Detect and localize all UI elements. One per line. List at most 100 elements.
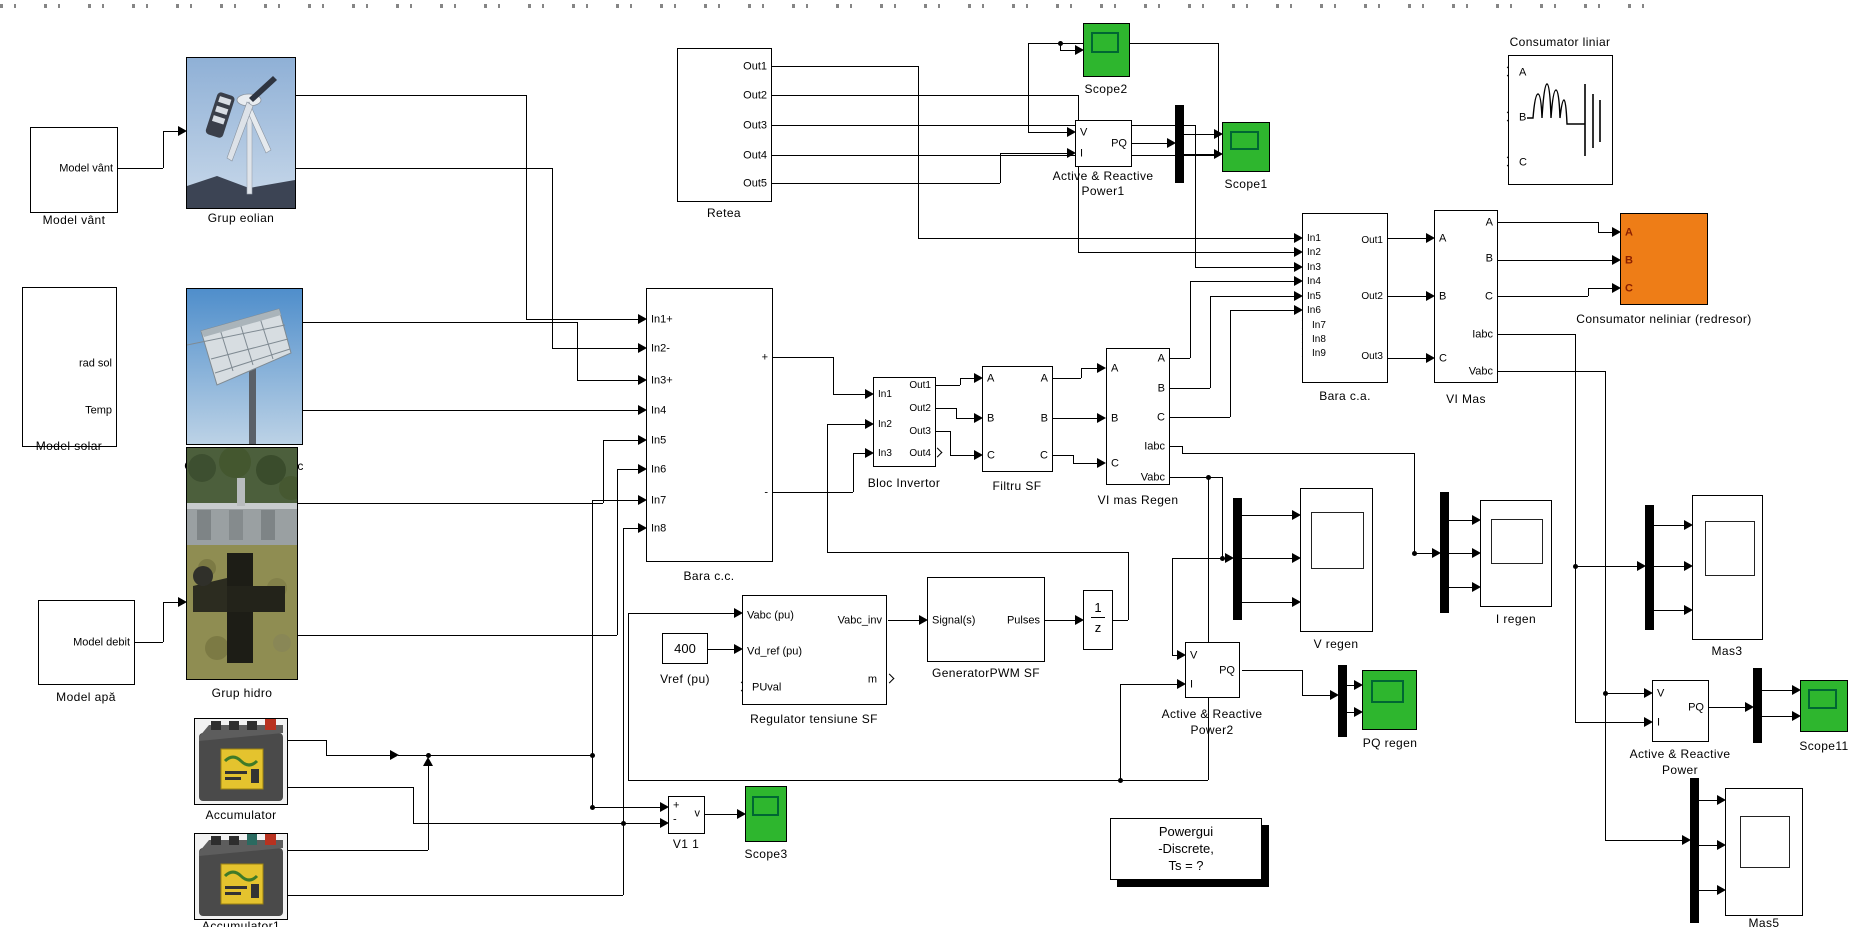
wire-segment — [628, 780, 1208, 781]
block-model-vant[interactable]: Model vânt — [30, 127, 118, 213]
block-bara-cc[interactable]: In1+ In2- In3+ In4 In5 In6 In7 In8 + - — [646, 288, 773, 562]
port-vm-c-out: C — [1485, 290, 1493, 303]
port-bca-out3: Out3 — [1361, 351, 1383, 362]
port-arp1-i: I — [1080, 147, 1084, 160]
wire-segment — [297, 503, 603, 504]
mux-pq-regen[interactable] — [1338, 665, 1347, 737]
block-v1-voltmeter[interactable]: + - v — [668, 796, 705, 834]
wire-segment — [1347, 685, 1354, 686]
block-active-reactive-power[interactable]: V I PQ — [1652, 680, 1709, 742]
wire-segment — [1170, 417, 1230, 418]
wire-segment — [853, 453, 865, 454]
arrowhead-icon — [1097, 458, 1106, 468]
arrowhead-icon — [178, 597, 187, 607]
block-grup-eolian[interactable] — [186, 57, 296, 209]
scope-mas3[interactable] — [1692, 495, 1763, 640]
wire-segment — [936, 385, 960, 386]
port-bi-in3: In3 — [878, 448, 892, 459]
arrowhead-icon — [1225, 553, 1234, 563]
wire-segment — [1078, 252, 1294, 253]
block-model-solar[interactable]: rad sol Temp — [22, 287, 117, 447]
demux-i-regen[interactable] — [1440, 492, 1449, 613]
wire-segment — [163, 131, 164, 168]
wire-segment — [296, 168, 552, 169]
wire-segment — [526, 319, 638, 320]
block-generator-pwm[interactable]: Signal(s) Pulses — [927, 577, 1045, 662]
block-vi-mas-regen[interactable]: A B C A B C Iabc Vabc — [1106, 348, 1170, 485]
block-vref-constant[interactable]: 400 — [662, 633, 708, 664]
block-accumulator1[interactable] — [194, 833, 288, 920]
scope2[interactable] — [1083, 23, 1130, 77]
block-grup-solar[interactable] — [186, 288, 303, 445]
wire-segment — [755, 155, 1218, 156]
wire-segment — [833, 394, 865, 395]
block-powergui[interactable]: Powergui -Discrete, Ts = ? — [1110, 818, 1262, 880]
wire-segment — [1242, 670, 1302, 671]
arrowhead-icon — [638, 523, 647, 533]
block-model-debit[interactable]: Model debit — [38, 600, 135, 685]
mux-arp1[interactable] — [1175, 105, 1184, 183]
wire-segment — [288, 787, 413, 788]
block-filtru-sf[interactable]: A B C A B C — [982, 366, 1053, 472]
port-bcc-in6: In6 — [651, 463, 667, 476]
wire-segment — [288, 895, 623, 896]
scope-i-regen[interactable] — [1480, 500, 1552, 607]
label-arp1-line2: Power1 — [1081, 184, 1125, 198]
port-v1-minus: - — [673, 813, 677, 826]
wire-segment — [628, 613, 629, 780]
wire-segment — [592, 807, 660, 808]
block-grup-hidro[interactable] — [186, 447, 298, 680]
junction-dot-icon — [1118, 778, 1123, 783]
arrowhead-icon — [1682, 835, 1691, 845]
label-mas5: Mas5 — [1748, 916, 1780, 927]
scope-screen-icon — [1091, 32, 1119, 53]
scope11[interactable] — [1800, 680, 1848, 732]
demux-mas5[interactable] — [1690, 778, 1699, 923]
block-consumator-liniar[interactable]: A B C — [1508, 55, 1613, 185]
block-accumulator[interactable] — [194, 718, 288, 805]
wire-segment — [1190, 281, 1191, 358]
wire-segment — [603, 440, 604, 503]
port-bi-out1: Out1 — [909, 380, 931, 391]
block-bloc-invertor[interactable]: In1 In2 In3 Out1 Out2 Out3 Out4 — [873, 377, 936, 467]
mux-scope11[interactable] — [1753, 668, 1762, 743]
wire-segment — [918, 238, 1294, 239]
demux-mas3[interactable] — [1645, 505, 1654, 630]
port-rad-sol: rad sol — [78, 357, 112, 370]
arrowhead-icon — [638, 435, 647, 445]
wire-segment — [603, 440, 638, 441]
block-active-reactive-power2[interactable]: V I PQ — [1185, 642, 1240, 698]
port-bca-in2: In2 — [1307, 247, 1321, 258]
port-vm-iabc: Iabc — [1472, 328, 1493, 341]
block-active-reactive-power1[interactable]: V I PQ — [1075, 120, 1132, 167]
port-cn-c: C — [1625, 282, 1633, 295]
wire-segment — [1170, 388, 1210, 389]
arrowhead-icon — [1075, 615, 1084, 625]
scope-mas5[interactable] — [1725, 788, 1803, 916]
block-bara-ca[interactable]: In1 In2 In3 In4 In5 In6 In7 In8 In9 Out1… — [1302, 213, 1388, 383]
port-cl-c: C — [1519, 156, 1527, 169]
block-retea[interactable]: Out1 Out2 Out3 Out4 Out5 — [677, 48, 772, 202]
scope-screen-icon — [1371, 680, 1404, 703]
demux-v-regen[interactable] — [1233, 498, 1242, 620]
scope1[interactable] — [1222, 122, 1270, 172]
port-bca-in8: In8 — [1312, 334, 1326, 345]
scope3[interactable] — [745, 786, 787, 842]
block-vi-mas[interactable]: A B C A B C Iabc Vabc — [1434, 210, 1498, 383]
junction-dot-icon — [621, 821, 626, 826]
label-arp2-line2: Power2 — [1190, 723, 1234, 737]
scope-v-regen[interactable] — [1300, 488, 1373, 632]
wire-segment — [118, 168, 163, 169]
label-bloc-invertor: Bloc Invertor — [867, 476, 941, 490]
wire-segment — [708, 649, 734, 650]
port-vm-b-in: B — [1439, 290, 1447, 303]
block-consumator-neliniar[interactable]: A B C — [1620, 213, 1708, 305]
wire-segment — [1120, 684, 1121, 780]
scope-pq-regen[interactable] — [1362, 670, 1417, 730]
label-v1: V1 1 — [672, 837, 700, 851]
port-bca-in4: In4 — [1307, 276, 1321, 287]
port-vm-a-in: A — [1439, 232, 1447, 245]
block-regulator-tensiune[interactable]: Vabc (pu) Vd_ref (pu) PUval Vabc_inv m — [742, 595, 887, 705]
wire-segment — [398, 755, 592, 756]
block-unit-delay[interactable]: 1 z — [1083, 590, 1113, 650]
